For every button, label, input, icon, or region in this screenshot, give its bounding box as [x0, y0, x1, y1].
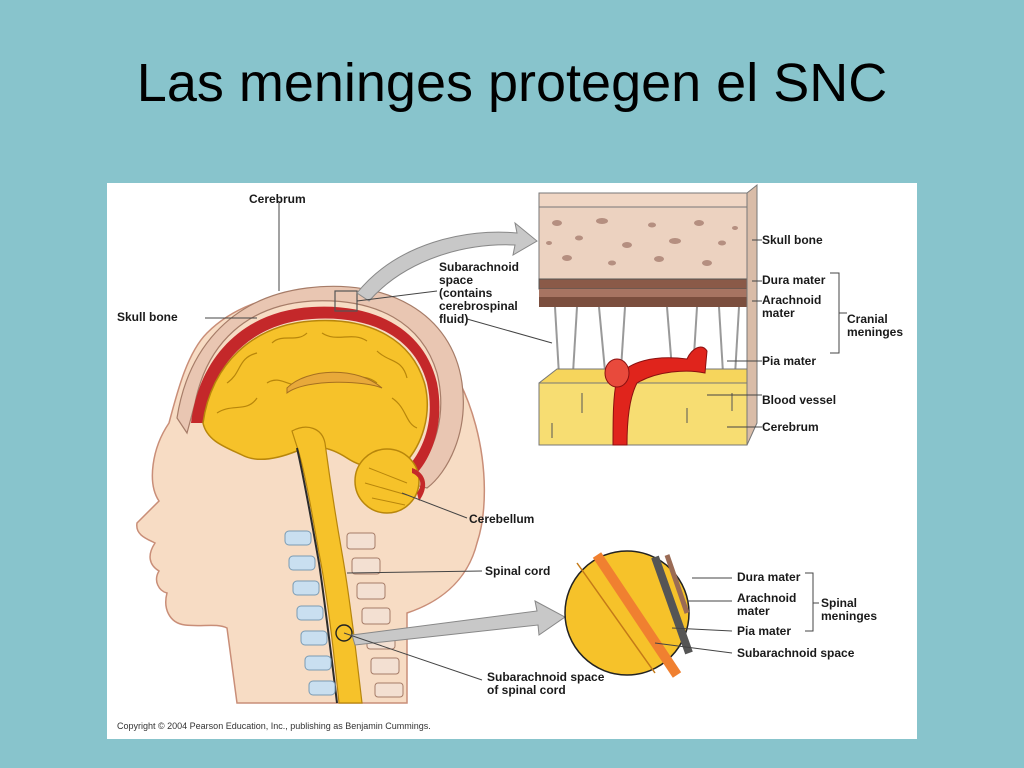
- cranial-leaders: [205, 201, 847, 681]
- label-inset-dura-mater: Dura mater: [762, 273, 826, 287]
- label-spinal-dura-mater: Dura mater: [737, 570, 801, 584]
- label-cranial-meninges-line2: meninges: [847, 325, 904, 339]
- label-subarachnoid-line2: space: [439, 273, 474, 287]
- label-subarachnoid-line1: Subarachnoid: [439, 260, 520, 274]
- meninges-illustration: [136, 183, 847, 704]
- cerebellum-folia: [364, 467, 408, 506]
- skull-shape: [176, 285, 464, 489]
- copyright-text: Copyright © 2004 Pearson Education, Inc.…: [117, 721, 431, 731]
- label-subarachnoid-spinal-line2: of spinal cord: [487, 683, 566, 697]
- label-inset-arachnoid-mater: Arachnoid mater: [762, 294, 821, 320]
- label-skull-bone: Skull bone: [117, 310, 178, 324]
- label-spinal-arachnoid-line2: mater: [737, 604, 770, 618]
- label-spinal-pia-mater: Pia mater: [737, 624, 792, 638]
- label-inset-pia-mater: Pia mater: [762, 354, 817, 368]
- label-cranial-meninges: Cranial meninges: [847, 313, 903, 339]
- label-cerebellum: Cerebellum: [469, 512, 535, 526]
- label-subarachnoid-spinal: Subarachnoid space of spinal cord: [487, 671, 604, 697]
- label-spinal-meninges-line1: Spinal: [821, 596, 858, 610]
- brainstem-spinal-cord: [291, 426, 363, 704]
- arrow-to-spinal-inset: [351, 600, 566, 646]
- corpus-callosum: [286, 371, 383, 394]
- cord-marker-circle: [335, 624, 353, 642]
- label-spinal-cord: Spinal cord: [485, 564, 551, 578]
- spinal-inset: [564, 550, 693, 678]
- label-inset-blood-vessel: Blood vessel: [762, 393, 837, 407]
- meninges-figure: Cerebrum Skull bone Subarachnoid space (…: [107, 183, 917, 739]
- label-cranial-meninges-line1: Cranial: [847, 312, 888, 326]
- cranial-inset: [538, 183, 758, 446]
- arrow-to-cranial-inset: [356, 221, 538, 302]
- label-inset-skull-bone: Skull bone: [762, 233, 823, 247]
- label-spinal-meninges-line2: meninges: [821, 609, 878, 623]
- spinal-leaders: [654, 572, 819, 654]
- blood-vessel: [612, 346, 708, 446]
- spinal-cord-dark-edge: [296, 447, 338, 704]
- label-subarachnoid-cranial: Subarachnoid space (contains cerebrospin…: [439, 261, 519, 326]
- label-spinal-arachnoid-line1: Arachnoid: [737, 591, 797, 605]
- label-spinal-meninges: Spinal meninges: [821, 597, 877, 623]
- label-cerebrum: Cerebrum: [249, 192, 306, 206]
- label-inset-arachnoid-line2: mater: [762, 306, 795, 320]
- label-inset-arachnoid-line1: Arachnoid: [762, 293, 822, 307]
- cerebellum-dura: [412, 468, 426, 501]
- label-inset-cerebrum: Cerebrum: [762, 420, 819, 434]
- label-subarachnoid-spinal-line1: Subarachnoid space: [487, 670, 605, 684]
- label-spinal-subarachnoid-space: Subarachnoid space: [737, 646, 855, 660]
- cerebellum-shape: [354, 448, 420, 514]
- label-subarachnoid-line3: (contains: [439, 286, 493, 300]
- label-subarachnoid-line5: fluid): [439, 312, 469, 326]
- slide-title: Las meninges protegen el SNC: [136, 53, 888, 113]
- label-spinal-arachnoid-mater: Arachnoid mater: [737, 592, 796, 618]
- vertebral-bodies: [284, 530, 336, 696]
- label-subarachnoid-line4: cerebrospinal: [439, 299, 518, 313]
